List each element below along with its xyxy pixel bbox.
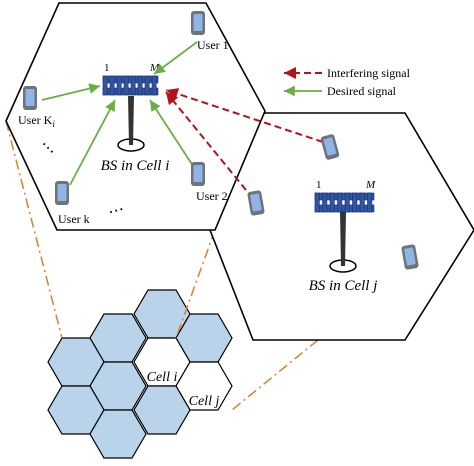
user-ki-label: User Ki [18,113,55,129]
desired-arrow-userk [69,99,116,186]
user-ki-subscript: i [52,119,55,129]
legend-desired-label: Desired signal [327,84,397,98]
tower-mast-icon [329,212,357,273]
mobile-phone-icon [191,162,205,186]
cell-cluster-overview: Cell i Cell j [47,289,233,459]
antenna-array-icon [102,75,159,96]
antenna-index-last-i: M [149,62,160,74]
interfering-arrow-1 [165,88,324,143]
desired-arrow-userKi [41,83,101,101]
legend: Interfering signal Desired signal [284,66,411,98]
legend-interfering-label: Interfering signal [327,66,411,80]
mobile-phone-icon [320,134,340,160]
mobile-phone-icon [247,190,265,216]
mobile-phone-icon [23,86,37,110]
base-station-cell-i: 1 M BS in Cell i [101,62,170,174]
tower-mast-icon [117,96,145,152]
overview-cell-j-label: Cell j [189,394,220,409]
mobile-phone-icon [401,244,419,270]
interfering-arrow-2 [165,91,247,191]
interfering-signals [165,88,324,191]
desired-arrow-user2 [149,99,198,173]
antenna-index-last-j: M [365,179,376,191]
overview-cell [133,385,191,435]
bs-cell-i-label: BS in Cell i [101,158,170,174]
bs-cell-j-label: BS in Cell j [309,278,378,294]
desired-signals [41,41,198,186]
antenna-index-first-j: 1 [316,179,322,191]
base-station-cell-j: 1 M BS in Cell j [309,179,378,294]
zoom-line-right [231,339,319,411]
desired-arrow-user1 [153,41,198,75]
overview-cell-i-label: Cell i [147,370,178,385]
mobile-phone-icon [55,181,69,205]
ellipsis-bottom: ⋯ [106,201,126,222]
antenna-index-first-i: 1 [104,62,110,74]
user-k-label: User k [58,212,90,226]
overview-cell [89,409,147,459]
users [23,11,419,270]
user-2-label: User 2 [196,189,228,203]
user-1-label: User 1 [197,38,229,52]
antenna-array-icon [314,192,375,213]
zoom-guides [5,120,319,411]
zoom-line-left [5,120,63,339]
mobile-phone-icon [191,11,205,35]
zoom-line-mid [175,229,216,339]
